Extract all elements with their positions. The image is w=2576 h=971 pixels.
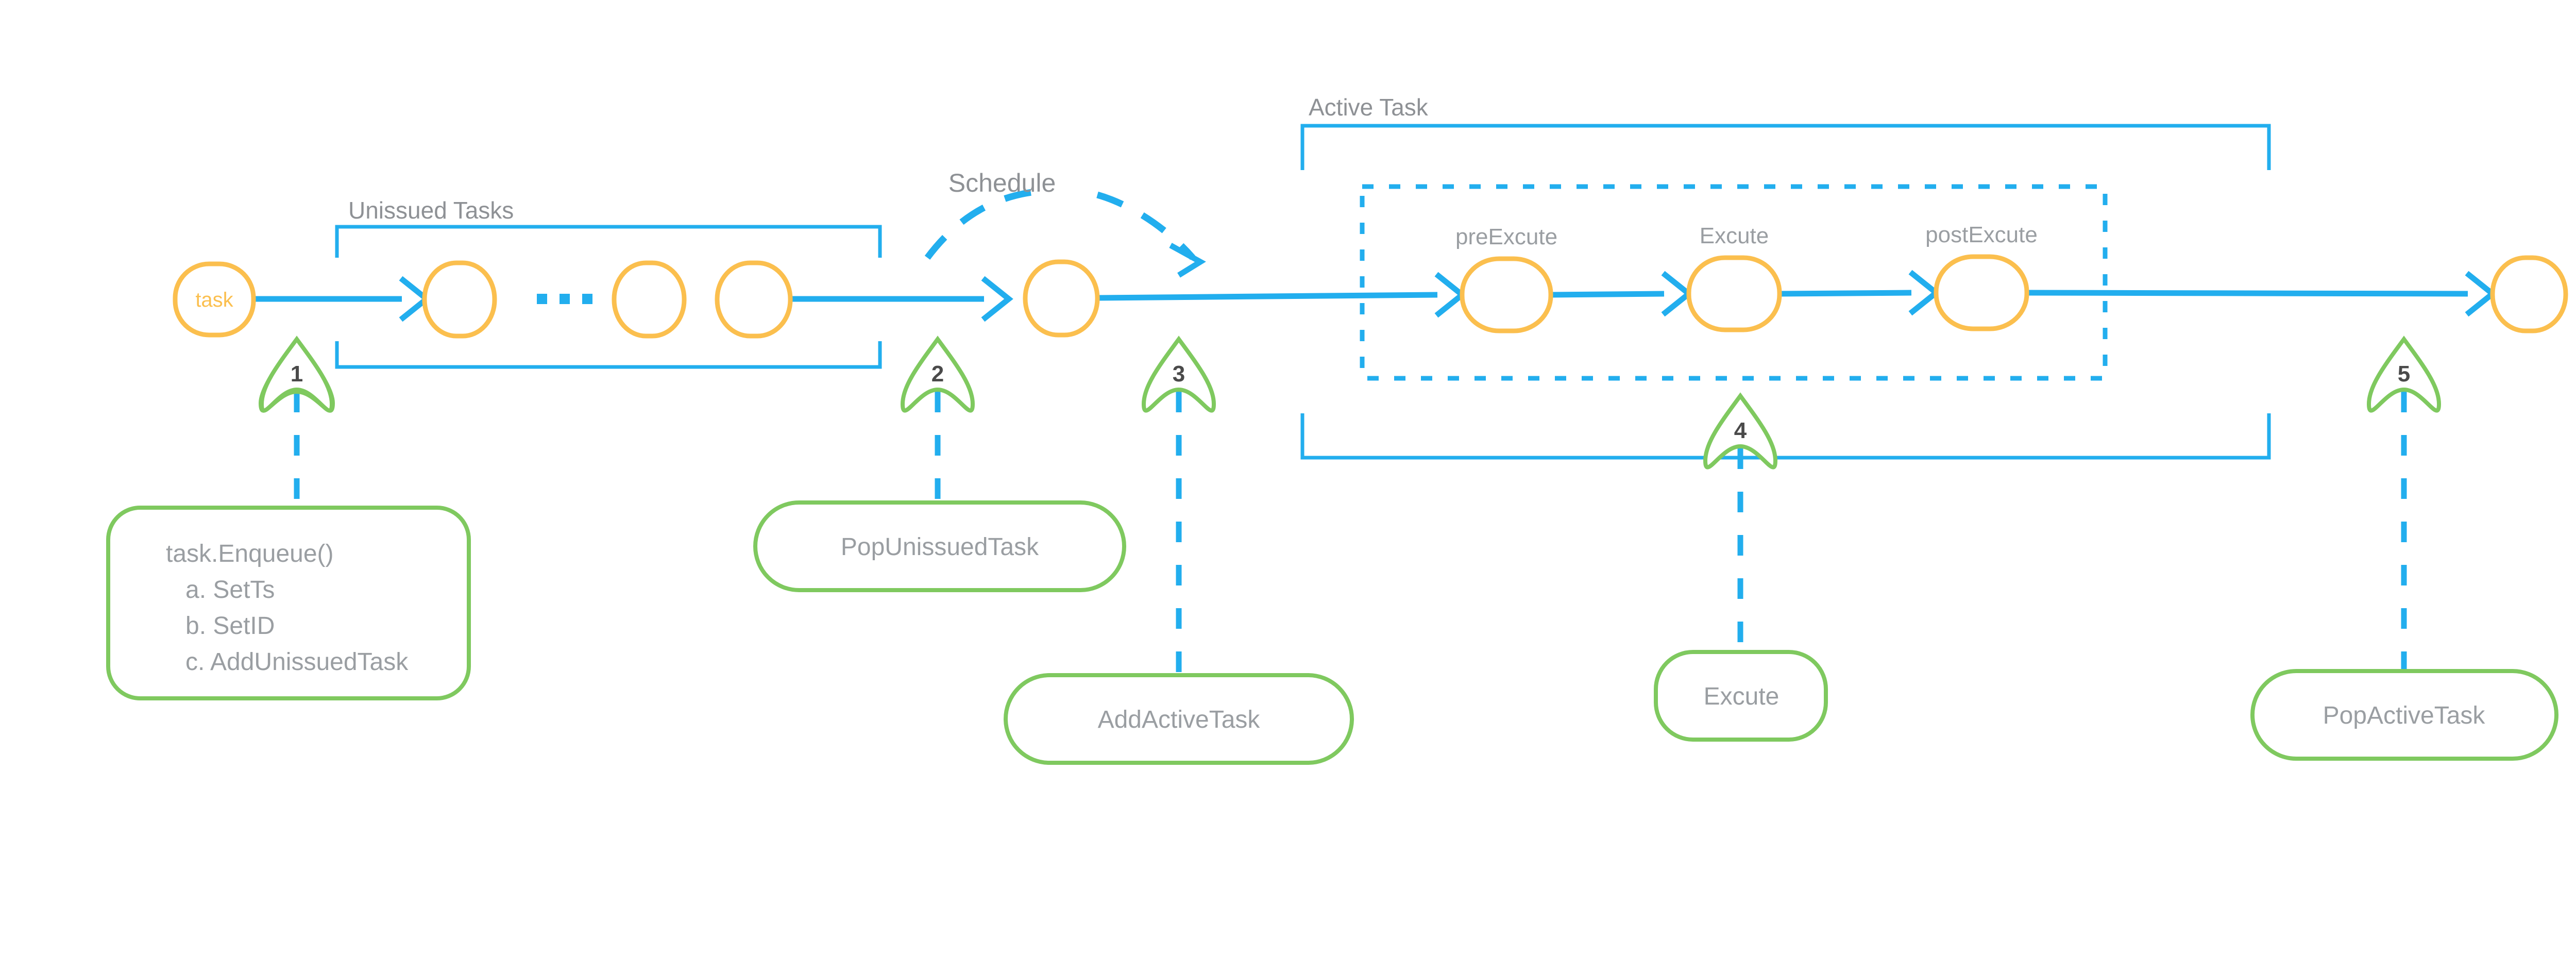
callout-excute-box — [1654, 650, 1828, 742]
unissued-bracket-bottom — [335, 341, 882, 369]
arrow-head-scheduled — [981, 276, 1013, 322]
node-excute-label: Excute — [1700, 223, 1769, 248]
node-post-excute-shape — [1934, 254, 2029, 331]
ellipsis-dot-1 — [537, 294, 547, 304]
node-task-shape — [173, 261, 256, 338]
flow-line-pre-to-exec — [1550, 291, 1665, 298]
arrow-head-post — [1908, 270, 1941, 316]
marker-3-number: 3 — [1173, 361, 1185, 387]
node-scheduled-shape — [1023, 259, 1100, 338]
schedule-arc-right — [1096, 191, 1195, 260]
active-task-label: Active Task — [1309, 94, 1429, 121]
marker-2-drop — [900, 336, 975, 413]
node-done-shape — [2490, 255, 2568, 333]
callout-excute[interactable]: Excute — [1654, 650, 1828, 742]
callout-enqueue[interactable]: task.Enqueue() a. SetTs b. SetID c. AddU… — [106, 506, 471, 700]
ellipsis-dot-2 — [560, 294, 570, 304]
callout-add-active[interactable]: AddActiveTask — [1004, 673, 1354, 765]
node-pre-excute-shape — [1460, 256, 1553, 333]
queue-ellipsis — [537, 294, 592, 304]
schedule-arrow-head — [1169, 243, 1206, 278]
flow-line-exec-to-post — [1780, 290, 1912, 297]
node-pre-excute-label: preExcute — [1455, 224, 1557, 249]
node-queue-1-shape — [422, 260, 497, 339]
callout-pop-active-label: PopActiveTask — [2323, 702, 2486, 729]
schedule-label: Schedule — [948, 169, 1056, 197]
active-task-bracket — [1300, 124, 2271, 460]
callout-pop-active[interactable]: PopActiveTask — [2250, 669, 2558, 761]
flow-line-scheduled-to-pre — [1097, 292, 1438, 301]
node-queue-1[interactable] — [422, 260, 497, 339]
callout-pop-unissued[interactable]: PopUnissuedTask — [753, 500, 1126, 592]
arrow-head-done — [2465, 271, 2497, 317]
callout-add-active-label: AddActiveTask — [1098, 706, 1261, 733]
marker-4-number: 4 — [1734, 418, 1747, 443]
callout-excute-label: Excute — [1704, 683, 1780, 710]
callout-enqueue-line-3: c. AddUnissuedTask — [185, 648, 409, 676]
marker-3[interactable]: 3 — [1141, 336, 1216, 678]
unissued-tasks-label: Unissued Tasks — [348, 197, 514, 224]
marker-2-number: 2 — [931, 361, 944, 387]
marker-5-number: 5 — [2398, 361, 2410, 387]
node-task[interactable]: task — [173, 261, 256, 338]
marker-1-drop — [259, 336, 334, 413]
flow-line-post-to-done — [2027, 290, 2468, 297]
marker-5[interactable]: 5 — [2366, 336, 2442, 673]
marker-2[interactable]: 2 — [900, 336, 975, 505]
callout-pop-unissued-box — [753, 500, 1126, 592]
marker-4-drop — [1703, 392, 1778, 470]
node-excute[interactable]: Excute — [1686, 223, 1782, 332]
callout-enqueue-line-2: b. SetID — [185, 612, 275, 640]
node-task-label: task — [195, 289, 233, 311]
marker-3-drop — [1141, 336, 1216, 413]
node-post-excute[interactable]: postExcute — [1925, 222, 2038, 331]
execution-pipeline-dotted-box — [1360, 184, 2108, 381]
marker-1[interactable]: 1 — [258, 336, 335, 515]
node-post-excute-label: postExcute — [1925, 222, 2038, 247]
callout-enqueue-line-0: task.Enqueue() — [166, 540, 334, 567]
marker-5-drop — [2366, 336, 2442, 413]
callout-pop-unissued-label: PopUnissuedTask — [841, 533, 1039, 561]
marker-1-number: 1 — [291, 361, 303, 387]
schedule-arc-left — [924, 188, 1036, 260]
schedule-transition — [924, 188, 1206, 278]
active-bracket-top — [1300, 124, 2271, 170]
marker-4[interactable]: 4 — [1703, 392, 1778, 654]
node-queue-2-shape — [612, 260, 687, 339]
arrow-head-exec — [1661, 271, 1693, 317]
node-queue-3[interactable] — [715, 260, 793, 339]
callout-pop-active-box — [2250, 669, 2558, 761]
node-queue-2[interactable] — [612, 260, 687, 339]
node-excute-shape — [1686, 255, 1782, 332]
ellipsis-dot-3 — [582, 294, 592, 304]
callout-add-active-box — [1004, 673, 1354, 765]
active-bracket-bottom — [1300, 413, 2271, 460]
callout-enqueue-box — [106, 506, 471, 700]
unissued-bracket-top — [335, 225, 882, 258]
node-scheduled[interactable] — [1023, 259, 1100, 338]
node-queue-3-shape — [715, 260, 793, 339]
arrow-head-pre — [1434, 272, 1467, 318]
unissued-tasks-bracket — [335, 225, 882, 369]
node-pre-excute[interactable]: preExcute — [1455, 224, 1557, 333]
callout-enqueue-line-1: a. SetTs — [185, 576, 275, 604]
node-done[interactable] — [2490, 255, 2568, 333]
